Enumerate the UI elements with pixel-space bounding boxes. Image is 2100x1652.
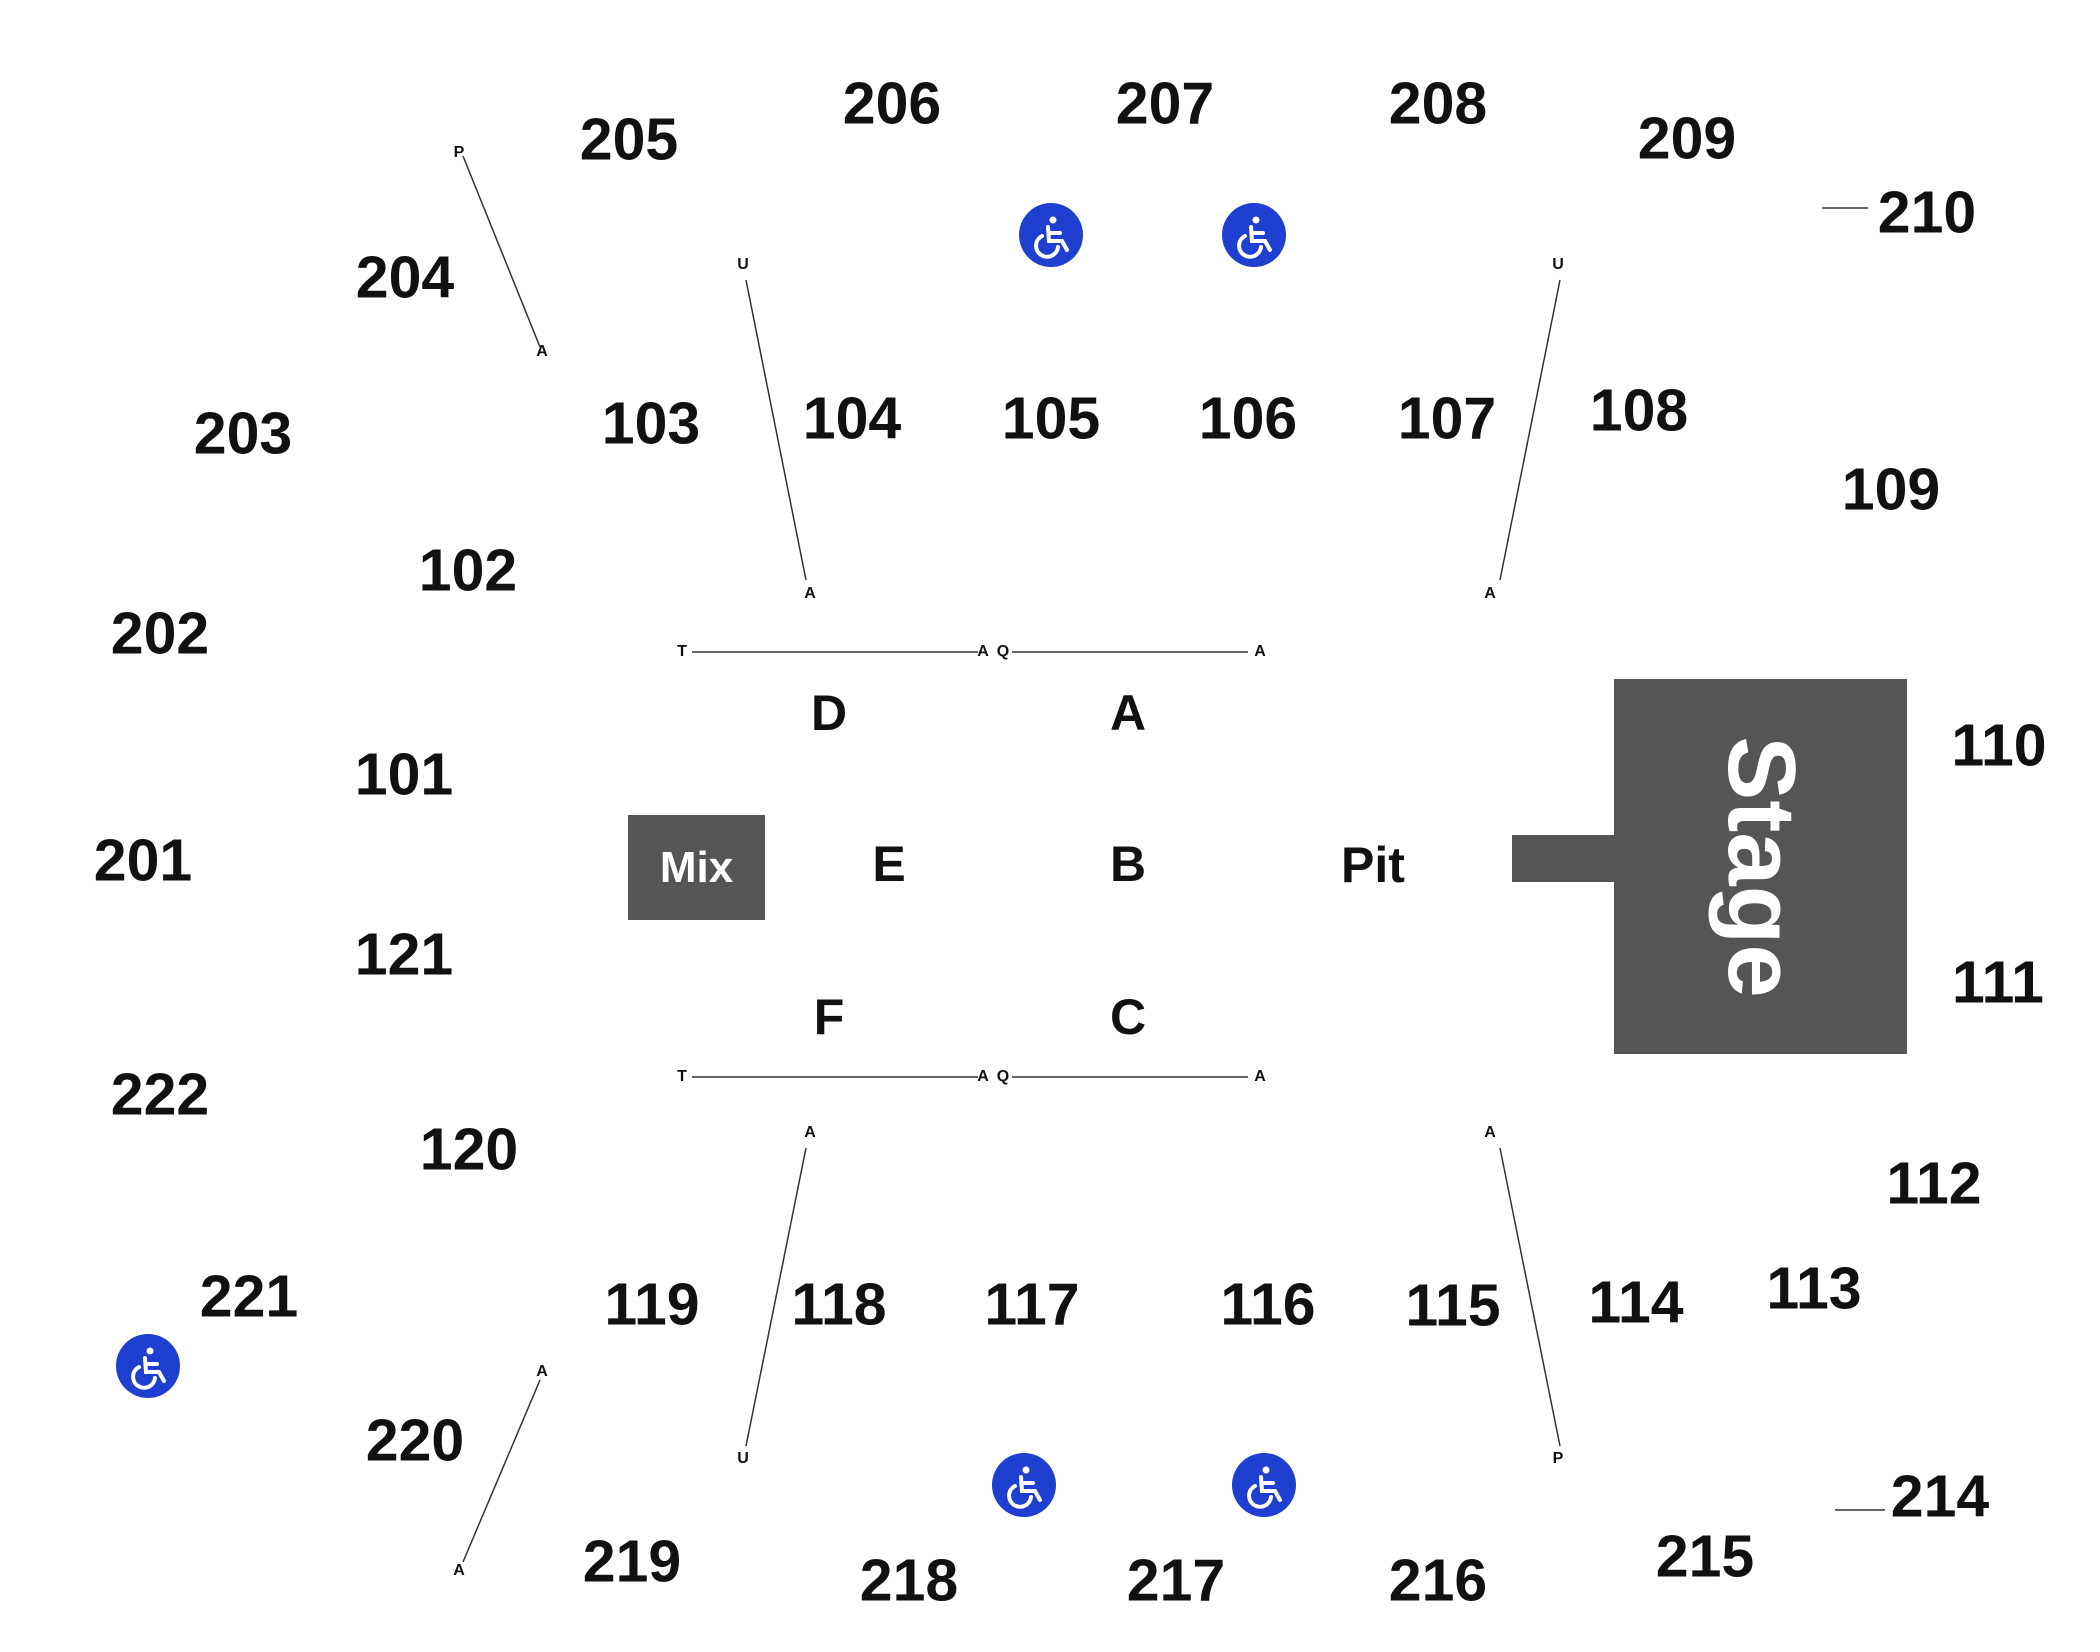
section-215[interactable]: 215 [1655,1523,1755,1590]
section-111[interactable]: 111 [1952,949,2044,1016]
section-102[interactable]: 102 [418,537,518,604]
section-216[interactable]: 216 [1388,1547,1488,1614]
section-D[interactable]: D [810,685,848,741]
section-117[interactable]: 117 [984,1271,1080,1338]
row-line [1499,1147,1561,1447]
section-104[interactable]: 104 [802,385,902,452]
row-marker: A [1254,643,1266,660]
section-107[interactable]: 107 [1397,385,1497,452]
section-106[interactable]: 106 [1198,385,1298,452]
section-201[interactable]: 201 [93,827,193,894]
section-121[interactable]: 121 [354,921,454,988]
section-221[interactable]: 221 [199,1263,299,1330]
section-208[interactable]: 208 [1388,70,1488,137]
row-marker: T [677,643,687,660]
row-marker: T [677,1068,687,1085]
row-marker: Q [996,1068,1010,1085]
row-marker: A [977,643,989,660]
stage-label: Stage [1707,735,1815,998]
row-line [462,1379,541,1563]
wheelchair-icon[interactable] [1222,203,1286,267]
section-F[interactable]: F [813,989,845,1045]
row-marker: A [804,585,816,602]
stage: Stage [1614,679,1907,1054]
stage-runway [1512,835,1616,882]
row-marker: U [1552,256,1564,273]
row-marker: A [1484,585,1496,602]
section-120[interactable]: 120 [419,1116,519,1183]
section-222[interactable]: 222 [110,1061,210,1128]
row-marker: A [453,1562,465,1579]
section-114[interactable]: 114 [1588,1269,1684,1336]
section-E[interactable]: E [872,836,906,892]
row-line [462,155,541,348]
row-line [1499,279,1561,581]
section-209[interactable]: 209 [1637,105,1737,172]
row-marker: A [804,1124,816,1141]
row-marker: A [977,1068,989,1085]
section-210[interactable]: 210 [1877,179,1977,246]
row-marker: U [737,1450,749,1467]
section-112[interactable]: 112 [1886,1150,1982,1217]
section-206[interactable]: 206 [842,70,942,137]
section-203[interactable]: 203 [193,400,293,467]
row-marker: A [1254,1068,1266,1085]
wheelchair-icon[interactable] [1232,1453,1296,1517]
row-marker: P [1552,1450,1564,1467]
section-218[interactable]: 218 [859,1547,959,1614]
row-line [745,279,807,581]
row-marker: A [536,1363,548,1380]
mix-label: Mix [659,842,734,892]
section-219[interactable]: 219 [582,1528,682,1595]
section-220[interactable]: 220 [365,1407,465,1474]
section-103[interactable]: 103 [601,390,701,457]
row-marker: A [1484,1124,1496,1141]
section-C[interactable]: C [1109,989,1147,1045]
section-115[interactable]: 115 [1405,1272,1501,1339]
row-marker: U [737,256,749,273]
section-217[interactable]: 217 [1126,1547,1226,1614]
section-pit[interactable]: Pit [1341,837,1405,893]
section-105[interactable]: 105 [1001,385,1101,452]
wheelchair-icon[interactable] [116,1334,180,1398]
section-118[interactable]: 118 [791,1271,887,1338]
row-marker: Q [996,643,1010,660]
wheelchair-icon[interactable] [992,1453,1056,1517]
section-116[interactable]: 116 [1220,1271,1316,1338]
section-B[interactable]: B [1109,836,1147,892]
section-101[interactable]: 101 [354,741,454,808]
wheelchair-icon[interactable] [1019,203,1083,267]
row-marker: P [453,144,465,161]
section-202[interactable]: 202 [110,600,210,667]
section-A[interactable]: A [1109,685,1147,741]
row-line [745,1147,807,1447]
section-109[interactable]: 109 [1841,456,1941,523]
section-207[interactable]: 207 [1115,70,1215,137]
row-marker: A [536,343,548,360]
section-204[interactable]: 204 [355,244,455,311]
mix-booth[interactable]: Mix [628,815,765,920]
section-110[interactable]: 110 [1951,712,2047,779]
section-119[interactable]: 119 [604,1271,700,1338]
section-205[interactable]: 205 [579,106,679,173]
section-113[interactable]: 113 [1766,1255,1862,1322]
section-108[interactable]: 108 [1589,377,1689,444]
section-214[interactable]: 214 [1890,1463,1990,1530]
